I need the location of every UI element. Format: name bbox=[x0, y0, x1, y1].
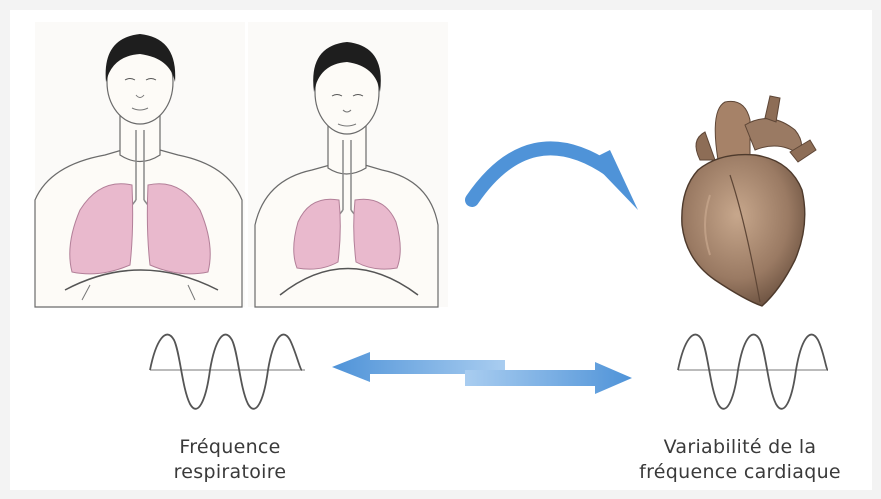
heart-icon bbox=[682, 96, 816, 306]
illustration bbox=[10, 10, 872, 490]
respiratory-label-line-2: respiratoire bbox=[120, 460, 340, 485]
curved-arrow-icon bbox=[472, 148, 638, 210]
respiratory-frequency-label: Fréquence respiratoire bbox=[120, 435, 340, 485]
respiratory-label-line-1: Fréquence bbox=[120, 435, 340, 460]
diagram-canvas: Fréquence respiratoire Variabilité de la… bbox=[10, 10, 872, 490]
sine-wave-icon bbox=[150, 335, 305, 409]
sine-wave-icon bbox=[678, 335, 828, 409]
hrv-label-line-2: fréquence cardiaque bbox=[610, 460, 870, 485]
hrv-label-line-1: Variabilité de la bbox=[610, 435, 870, 460]
double-arrow-icon bbox=[332, 352, 632, 394]
person-inhale-icon bbox=[35, 22, 245, 307]
heart-rate-variability-label: Variabilité de la fréquence cardiaque bbox=[610, 435, 870, 485]
person-exhale-icon bbox=[248, 22, 448, 307]
